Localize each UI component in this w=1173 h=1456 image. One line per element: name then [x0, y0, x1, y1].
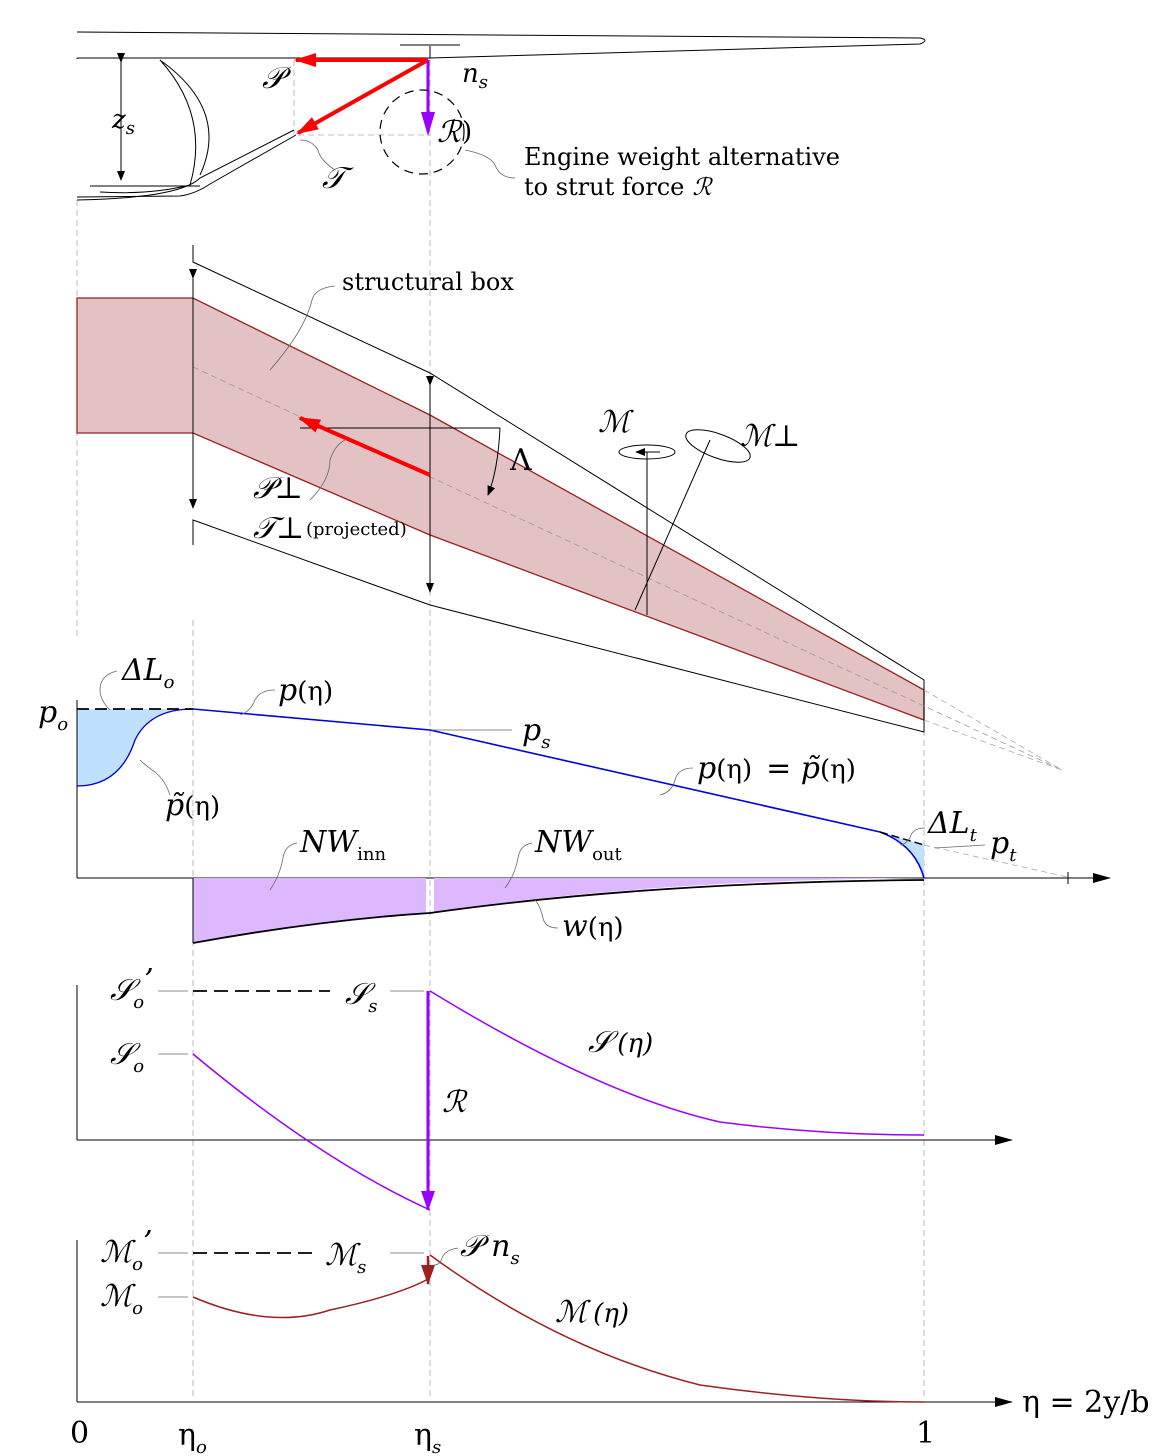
delta-Lt-label: ΔLt: [927, 806, 978, 846]
M-eta-label: ℳ(η): [555, 1295, 629, 1330]
engine-circle: [379, 89, 465, 175]
planform: Λ 𝒫⊥ 𝒯⊥ (projected) structural box ℳ ℳ⊥: [76, 245, 1063, 771]
delta-Lo-region: [77, 709, 193, 786]
T-force-arrow: [296, 58, 429, 135]
shear-diagram: 𝒮o’ 𝒮o 𝒮s 𝒮(η) ℛ: [76, 963, 1013, 1211]
strut-outline: [76, 134, 297, 198]
lift-distribution: po ΔLo p(η) ps p(η)= p̃(η) p̃(η) ΔLt pt: [38, 653, 1111, 884]
T-perp-label: 𝒯⊥: [253, 511, 304, 546]
R-shear-label: ℛ: [442, 1085, 468, 1120]
zs-label: zs: [111, 105, 135, 139]
nw-inn-region: [193, 878, 426, 943]
Pns-label: 𝒫 ns: [460, 1229, 520, 1269]
P-perp-arrow: [298, 416, 431, 477]
moment-diagram: ℳo’ ℳo ℳs 𝒫 ns ℳ(η): [76, 1225, 1013, 1407]
nw-out-label: NWout: [534, 825, 623, 865]
svg-text:): ): [462, 117, 472, 147]
tick-0: 0: [70, 1416, 89, 1451]
wing-upper-outline: [76, 31, 926, 59]
M-label: ℳ: [598, 405, 634, 440]
M-perp-label: ℳ⊥: [740, 419, 800, 454]
delta-Lt-region: [880, 832, 924, 878]
tick-eta-s: ηs: [414, 1418, 441, 1456]
moment-inboard-curve: [192, 1277, 431, 1319]
eta-axis-title: η = 2y/b: [1022, 1385, 1150, 1420]
front-view: zs ns 𝒫 𝒯 ℛ ) Engine weight alternative …: [76, 31, 926, 201]
p-eta-curve: [192, 708, 881, 833]
nw-inn-label: NWinn: [299, 825, 386, 865]
T-label: 𝒯: [322, 161, 354, 196]
structural-box-label: structural box: [342, 268, 514, 296]
pt-label: pt: [990, 826, 1017, 866]
ptilde-label: p̃(η): [165, 788, 220, 823]
Mo-prime-label: ℳo’: [100, 1225, 152, 1275]
tick-eta-o: ηo: [178, 1418, 207, 1456]
tick-1: 1: [916, 1416, 935, 1451]
w-eta-curve: [192, 879, 925, 944]
R-label: ℛ: [437, 115, 463, 150]
w-eta-label: w(η): [562, 909, 624, 944]
Mo-label: ℳo: [100, 1279, 143, 1319]
p-eta-label: p(η): [278, 673, 333, 708]
wing-root-fairing: [159, 59, 210, 176]
Ms-label: ℳs: [325, 1238, 366, 1278]
shear-outboard-curve: [429, 990, 925, 1136]
ps-label: ps: [522, 713, 550, 753]
P-label: 𝒫: [262, 61, 292, 96]
So-label: 𝒮o: [110, 1037, 144, 1077]
po-label: po: [38, 695, 68, 735]
eta-axis-labels: 0 ηo ηs 1 η = 2y/b: [70, 1385, 1150, 1456]
P-perp-label: 𝒫⊥: [253, 471, 303, 506]
ns-label: ns: [462, 59, 488, 93]
So-prime-label: 𝒮o’: [110, 963, 154, 1013]
S-eta-label: 𝒮(η): [588, 1025, 653, 1060]
structural-box-region: [76, 297, 925, 721]
shear-inboard-curve: [192, 1053, 431, 1211]
engine-note-line1: Engine weight alternative: [524, 143, 840, 171]
nw-out-region: [434, 878, 924, 912]
moment-outboard-curve: [429, 1254, 925, 1403]
projected-label: (projected): [306, 519, 407, 540]
weight-distribution: NWinn NWout w(η): [192, 825, 925, 944]
Ss-label: 𝒮s: [345, 977, 377, 1017]
Lambda-label: Λ: [509, 443, 532, 478]
delta-Lo-label: ΔLo: [121, 653, 175, 693]
p-eq-label: p(η)= p̃(η): [697, 751, 856, 786]
